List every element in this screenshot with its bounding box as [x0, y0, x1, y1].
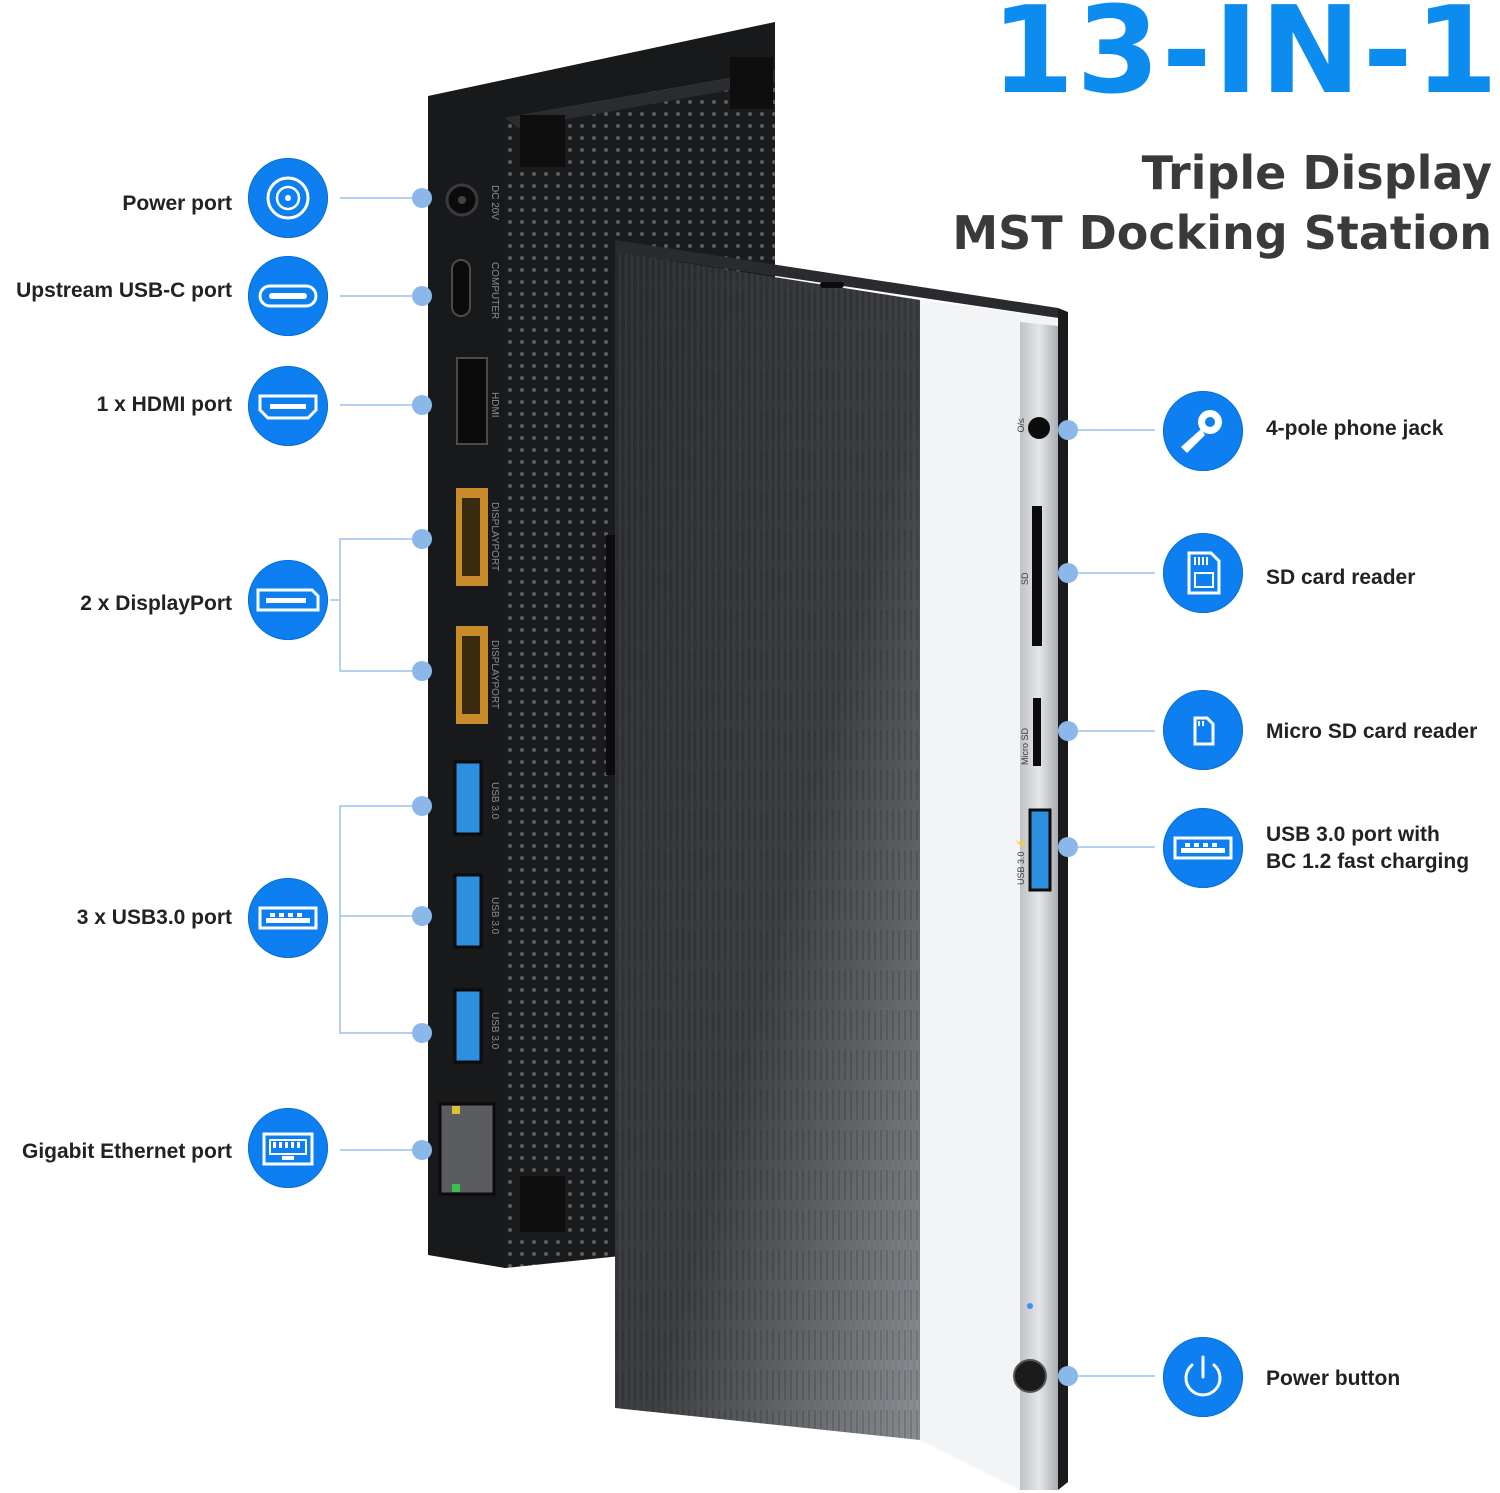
subtitle-line-2: MST Docking Station [952, 206, 1492, 260]
label-usb-charge-line2: BC 1.2 fast charging [1266, 850, 1470, 873]
ethernet-jack [438, 1102, 496, 1196]
power-port-icon [248, 158, 328, 238]
micro-sd-slot [1033, 698, 1041, 766]
print-sd: SD [1020, 572, 1030, 585]
label-phone-jack: 4-pole phone jack [1266, 417, 1444, 440]
label-power-port: Power port [122, 192, 232, 215]
print-computer: COMPUTER [489, 262, 500, 319]
print-micro-sd: Micro SD [1020, 727, 1030, 765]
usb-a-icon [248, 878, 328, 958]
usb-c-slot [451, 259, 471, 317]
micro-sd-icon [1163, 690, 1243, 770]
print-hdmi: HDMI [489, 392, 500, 418]
print-usb-3: USB 3.0 [489, 1012, 500, 1050]
sd-slot [1032, 506, 1042, 646]
left-connector-lines [330, 197, 420, 1151]
hdmi-slot [456, 357, 488, 445]
label-usb3: 3 x USB3.0 port [76, 906, 232, 929]
label-sd-reader: SD card reader [1266, 566, 1416, 589]
dock-front-unit [615, 240, 1068, 1490]
label-displayport: 2 x DisplayPort [80, 592, 232, 615]
power-switch [1013, 1359, 1047, 1393]
label-micro-sd-reader: Micro SD card reader [1266, 720, 1478, 743]
print-dc-20v: DC 20V [489, 185, 500, 220]
left-connector-dots [412, 188, 432, 1160]
displayport-icon [248, 560, 328, 640]
print-headset: O/≤ [1016, 418, 1026, 433]
power-led [1027, 1303, 1033, 1309]
label-usb-charge-line1: USB 3.0 port with [1266, 823, 1440, 846]
label-ethernet: Gigabit Ethernet port [22, 1140, 232, 1163]
right-connector-lines [1068, 429, 1155, 1377]
sd-card-icon [1163, 533, 1243, 613]
ethernet-icon [248, 1108, 328, 1188]
right-connector-dots [1058, 420, 1078, 1386]
usb-charge-slot [1028, 808, 1052, 892]
left-port-column: DC 20V COMPUTER HDMI DISPLAYPORT DISPLAY… [438, 183, 500, 1196]
label-hdmi: 1 x HDMI port [96, 393, 232, 416]
usb-a-slot-1 [453, 760, 483, 836]
print-usb-1: USB 3.0 [489, 782, 500, 820]
label-power-button: Power button [1266, 1367, 1401, 1390]
power-button-icon [1163, 1337, 1243, 1417]
print-displayport-1: DISPLAYPORT [489, 502, 500, 571]
usb-a-charge-icon [1163, 808, 1243, 888]
microphone-icon [1163, 391, 1243, 471]
usb-a-slot-3 [453, 988, 483, 1064]
hdmi-icon [248, 366, 328, 446]
print-displayport-2: DISPLAYPORT [489, 640, 500, 709]
usb-c-icon [248, 256, 328, 336]
right-port-column: O/≤ SD Micro SD USB 3.0 ⚡ [1013, 417, 1052, 1393]
usb-a-slot-2 [453, 873, 483, 949]
print-usb-2: USB 3.0 [489, 897, 500, 935]
label-usb-c: Upstream USB-C port [16, 279, 232, 302]
headline: 13-IN-1 [990, 0, 1500, 121]
headset-jack [1028, 417, 1050, 439]
subtitle-line-1: Triple Display [1141, 146, 1492, 200]
print-usb-charge: USB 3.0 ⚡ [1015, 838, 1027, 885]
